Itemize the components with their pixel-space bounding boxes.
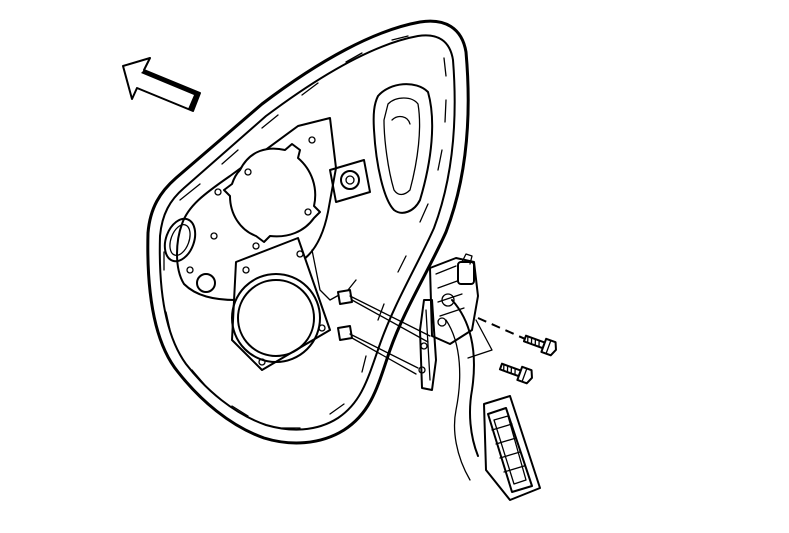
regulator-bolt <box>498 334 557 385</box>
speaker-mount <box>231 237 331 371</box>
mounting-slot <box>337 289 353 341</box>
leader-lines <box>349 295 431 375</box>
window-regulator <box>418 253 541 501</box>
door-inner-panel <box>146 19 470 445</box>
direction-arrow-icon <box>122 57 201 112</box>
